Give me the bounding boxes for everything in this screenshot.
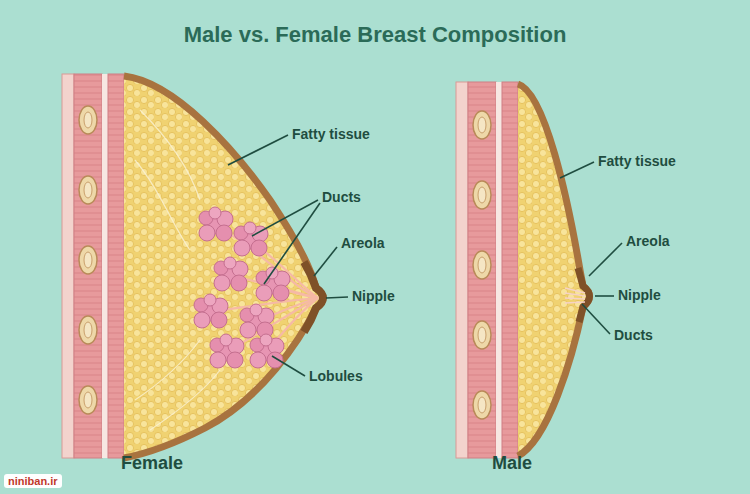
part-label: Ducts [614, 327, 653, 343]
figure-caption: Female [121, 453, 183, 474]
part-label: Areola [626, 233, 670, 249]
part-label: Fatty tissue [292, 126, 370, 142]
part-label: Areola [341, 235, 385, 251]
part-label: Lobules [309, 368, 363, 384]
part-label: Nipple [618, 287, 661, 303]
figure-caption: Male [492, 453, 532, 474]
watermark: niniban.ir [4, 474, 62, 488]
part-label: Ducts [322, 189, 361, 205]
diagram-title: Male vs. Female Breast Composition [184, 22, 567, 48]
part-label: Fatty tissue [598, 153, 676, 169]
part-label: Nipple [352, 288, 395, 304]
